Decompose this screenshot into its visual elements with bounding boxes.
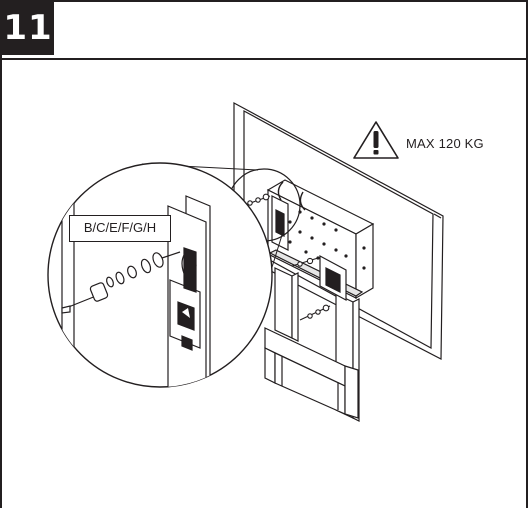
hardware-label: B/C/E/F/G/H — [83, 220, 157, 235]
zoom-callout-circle — [47, 162, 273, 388]
hook-arrows — [277, 181, 306, 211]
mount-side-plates — [271, 195, 347, 302]
zoom-plate — [169, 247, 201, 351]
header-divider — [2, 58, 526, 60]
base-bracket — [264, 327, 359, 419]
step-number-badge: 11 — [2, 2, 54, 55]
zoom-hardware — [61, 251, 181, 314]
max-load-label: MAX 120 KG — [406, 136, 484, 151]
hardware-label-box: B/C/E/F/G/H — [69, 215, 171, 242]
